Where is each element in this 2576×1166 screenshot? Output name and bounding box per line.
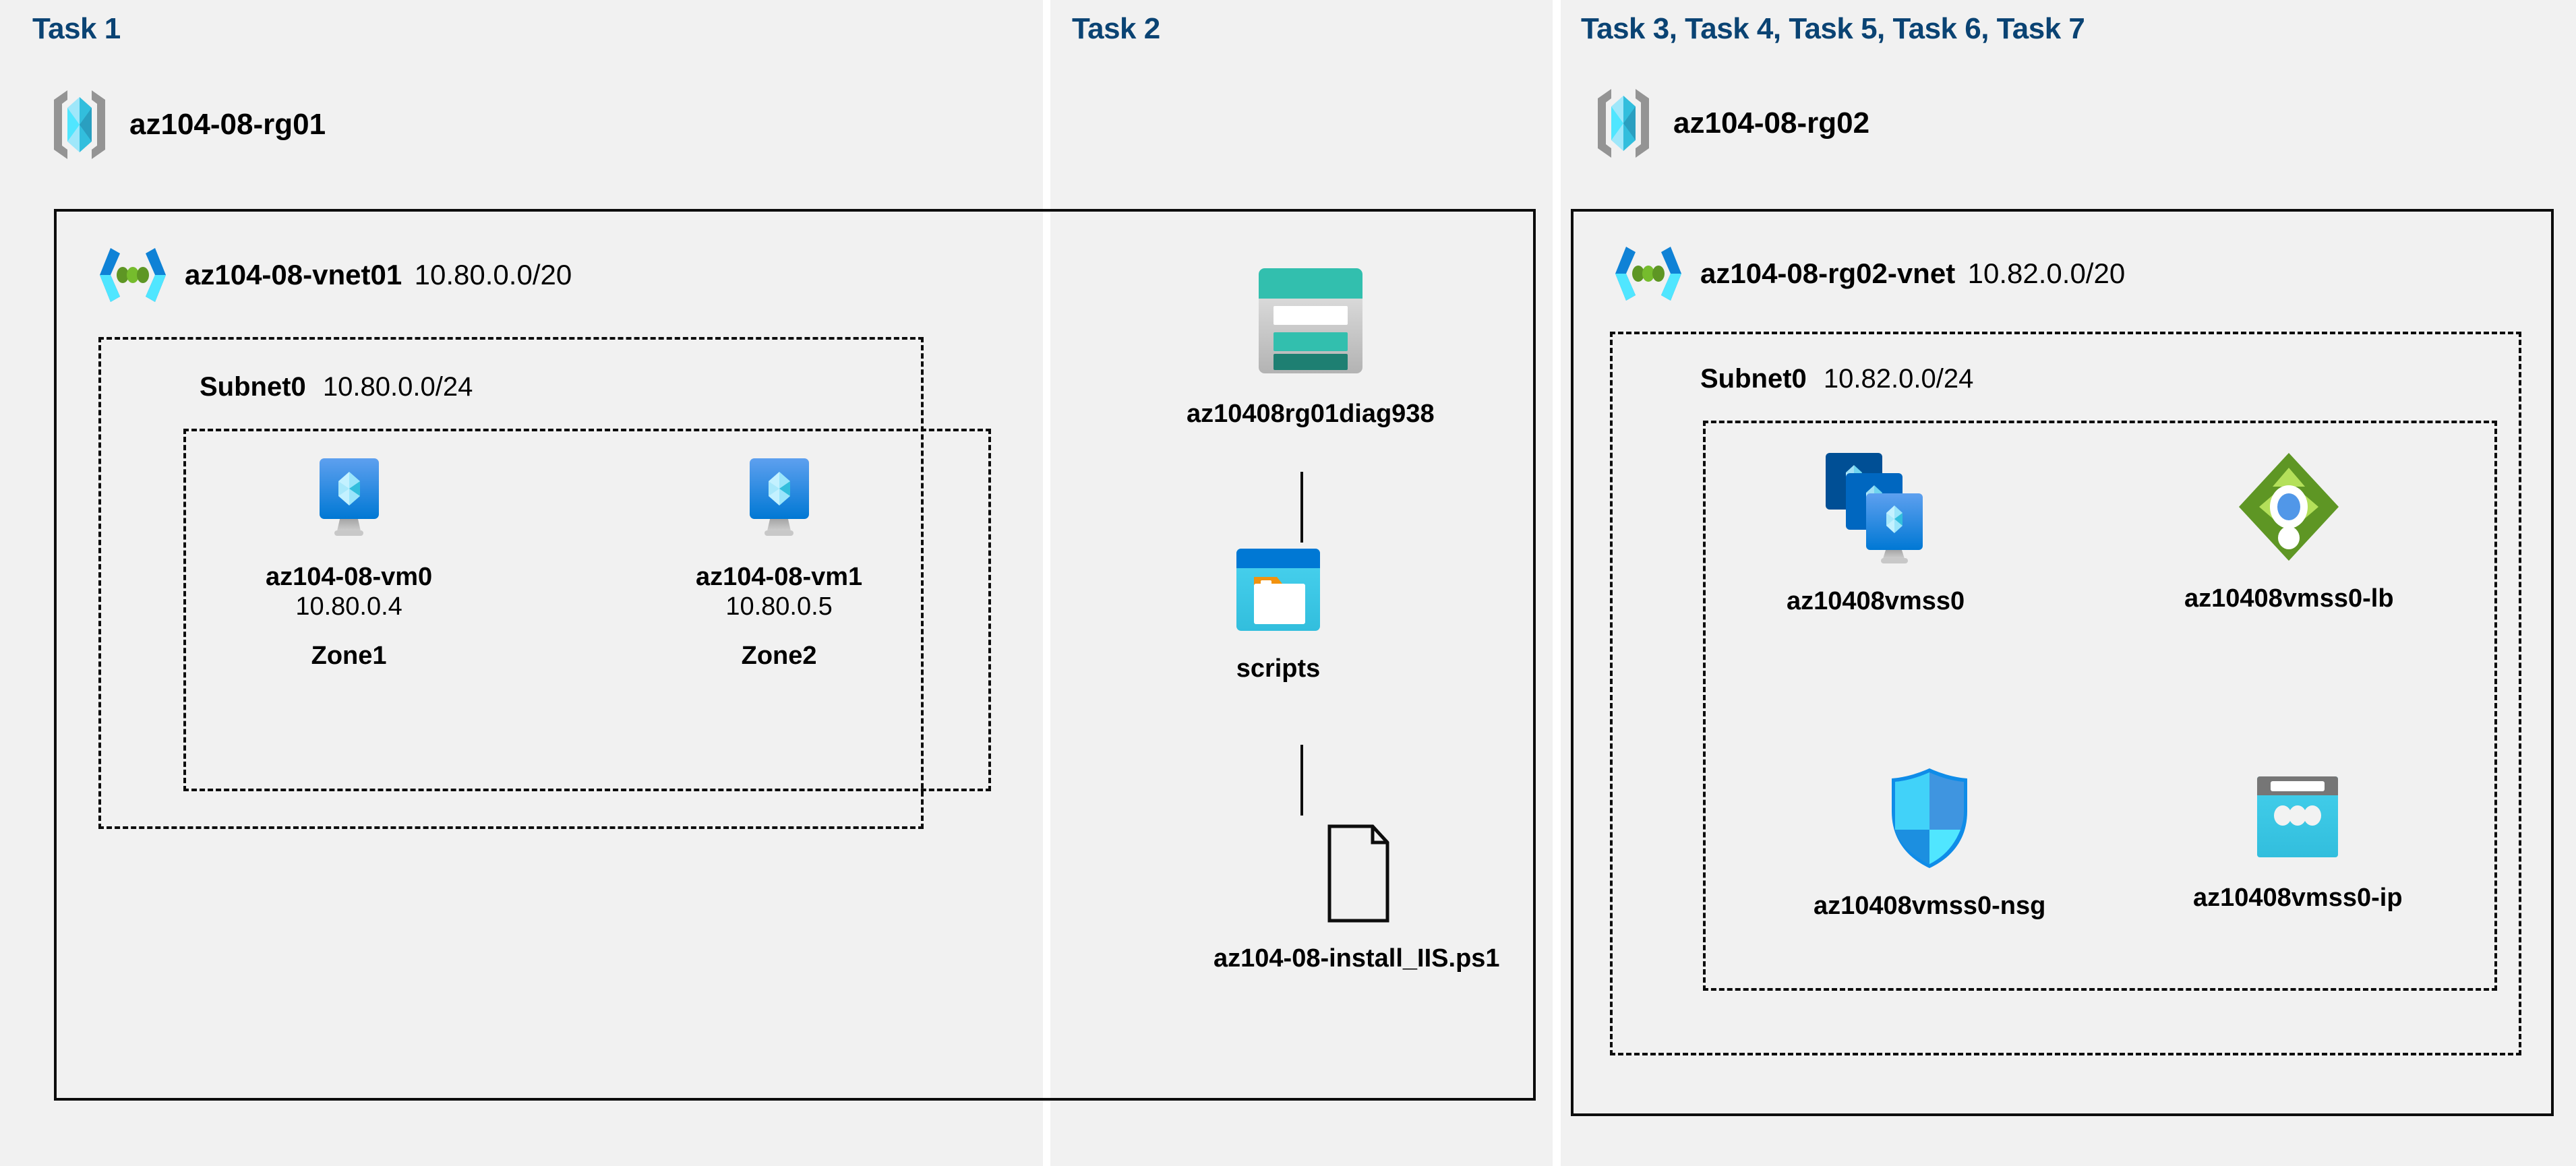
task1-vnet-name: az104-08-vnet01: [185, 259, 402, 290]
task1-vnet-header: az104-08-vnet01 10.80.0.0/20: [96, 241, 572, 309]
virtual-machine-icon: [310, 454, 388, 542]
file-icon: [1313, 824, 1400, 923]
task3-panel: [1561, 0, 2576, 1166]
task3-load-balancer-name: az10408vmss0-lb: [2184, 584, 2394, 613]
resource-group-icon: [47, 88, 112, 162]
task1-vm-group-box: [183, 429, 991, 791]
task2-storage-account-node[interactable]: az10408rg01diag938: [1187, 263, 1435, 429]
task2-blob-container-name: scripts: [1236, 654, 1321, 683]
virtual-machine-icon: [740, 454, 818, 542]
virtual-network-icon: [1611, 240, 1685, 307]
task3-resource-group-inner-box: [1703, 421, 2497, 991]
task1-panel: [0, 0, 1043, 1166]
task3-vmss-name: az10408vmss0: [1787, 587, 1965, 615]
task1-vm1-ip: 10.80.0.5: [725, 592, 833, 621]
task1-vm1-name: az104-08-vm1: [696, 563, 863, 591]
task2-blob-container-node[interactable]: scripts: [1234, 546, 1323, 684]
task3-network-security-group-node[interactable]: az10408vmss0-nsg: [1814, 766, 2045, 921]
task1-vm0-ip: 10.80.0.4: [295, 592, 402, 621]
network-security-group-icon: [1886, 766, 1973, 871]
task2-script-file-node[interactable]: az104-08-install_IIS.ps1: [1214, 824, 1500, 974]
task3-resource-group-name: az104-08-rg02: [1673, 106, 1870, 140]
task1-vnet-label: az104-08-vnet01 10.80.0.0/20: [185, 259, 572, 291]
task1-subnet-box: [98, 337, 924, 829]
task1-vm0-node[interactable]: az104-08-vm0 10.80.0.4 Zone1: [266, 454, 432, 671]
task1-resource-group-header: az104-08-rg01: [47, 88, 326, 162]
task3-vnet-header: az104-08-rg02-vnet 10.82.0.0/20: [1611, 240, 2125, 307]
task3-vnet-label: az104-08-rg02-vnet 10.82.0.0/20: [1700, 257, 2125, 290]
blob-container-icon: [1234, 546, 1323, 634]
task1-vm1-node[interactable]: az104-08-vm1 10.80.0.5 Zone2: [696, 454, 862, 671]
task1-vnet-cidr: 10.80.0.0/20: [414, 259, 572, 290]
resource-group-icon: [1591, 86, 1656, 160]
task3-resource-group-header: az104-08-rg02: [1591, 86, 1869, 160]
task2-script-file-name: az104-08-install_IIS.ps1: [1214, 944, 1500, 973]
task3-subnet-label: Subnet0 10.82.0.0/24: [1700, 364, 1973, 394]
task1-subnet-cidr: 10.80.0.0/24: [322, 372, 473, 402]
task1-resource-group-name: az104-08-rg01: [129, 108, 326, 141]
task3-network-security-group-name: az10408vmss0-nsg: [1814, 892, 2046, 920]
task2-connector-storage-to-scripts: [1300, 472, 1303, 543]
task3-vnet-name: az104-08-rg02-vnet: [1700, 257, 1956, 289]
vm-scale-set-icon: [1814, 450, 1938, 566]
task3-subnet-box: [1610, 332, 2521, 1055]
task3-vnet-box: [1571, 209, 2554, 1116]
task3-vnet-cidr: 10.82.0.0/20: [1967, 257, 2126, 289]
task2-connector-scripts-to-file: [1300, 745, 1303, 816]
task3-public-ip-name: az10408vmss0-ip: [2193, 884, 2403, 912]
task1-vnet-box: [54, 209, 1536, 1101]
task1-title: Task 1: [32, 12, 121, 45]
task3-subnet-name: Subnet0: [1700, 364, 1807, 394]
task1-subnet-label: Subnet0 10.80.0.0/24: [200, 372, 473, 402]
task2-title: Task 2: [1072, 12, 1160, 45]
task1-vm0-name: az104-08-vm0: [266, 563, 433, 591]
task3-subnet-cidr: 10.82.0.0/24: [1823, 364, 1974, 394]
task3-title: Task 3, Task 4, Task 5, Task 6, Task 7: [1581, 12, 2085, 45]
task3-vmss-node[interactable]: az10408vmss0: [1787, 450, 1965, 617]
task3-public-ip-node[interactable]: az10408vmss0-ip: [2193, 772, 2403, 913]
public-ip-address-icon: [2253, 772, 2342, 863]
task1-subnet-name: Subnet0: [200, 372, 306, 402]
task1-vm0-zone: Zone1: [311, 641, 387, 670]
task1-vm1-zone: Zone2: [741, 641, 817, 670]
storage-account-icon: [1247, 263, 1375, 379]
task2-storage-account-name: az10408rg01diag938: [1187, 400, 1435, 428]
load-balancer-icon: [2235, 450, 2343, 563]
task3-load-balancer-node[interactable]: az10408vmss0-lb: [2184, 450, 2394, 614]
virtual-network-icon: [96, 241, 170, 309]
